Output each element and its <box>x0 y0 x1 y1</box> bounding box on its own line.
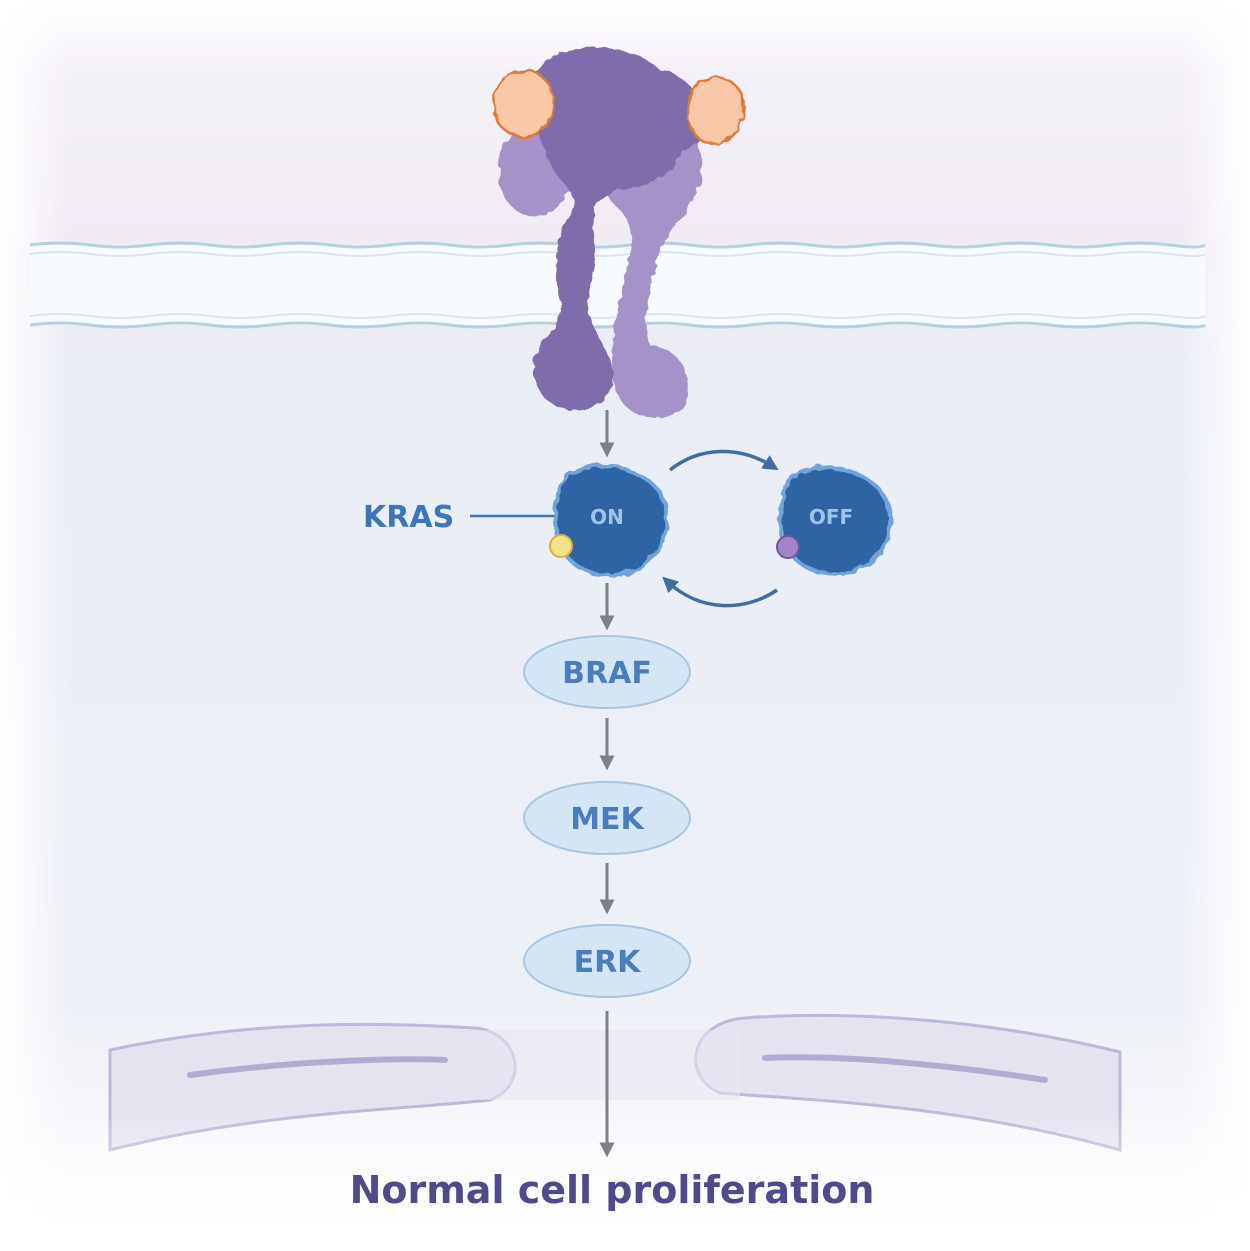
ligand-right <box>686 76 746 145</box>
erk-label: ERK <box>574 945 643 980</box>
mek-label: MEK <box>570 802 645 837</box>
ligand-left <box>493 69 555 138</box>
receptor-dimer <box>498 48 706 419</box>
outcome-label: Normal cell proliferation <box>350 1168 875 1212</box>
bottom-fade <box>0 1110 1250 1251</box>
gtp-marker <box>549 534 573 558</box>
braf-label: BRAF <box>562 656 652 691</box>
kras-off: OFF <box>776 465 893 576</box>
receptor-dark-chain <box>531 48 685 410</box>
kras-on: ON <box>549 463 669 578</box>
erk-node: ERK <box>523 924 691 998</box>
left-fade <box>0 0 70 1251</box>
kras-label: KRAS <box>363 500 454 535</box>
cycle-arrow-on-to-off <box>668 449 779 472</box>
braf-node: BRAF <box>523 635 691 709</box>
kras-on-label: ON <box>590 505 624 529</box>
kras-off-label: OFF <box>809 505 853 529</box>
gdp-marker <box>776 535 800 559</box>
mek-node: MEK <box>523 781 691 855</box>
cycle-arrow-off-to-on <box>662 576 778 608</box>
right-fade <box>1180 0 1250 1251</box>
